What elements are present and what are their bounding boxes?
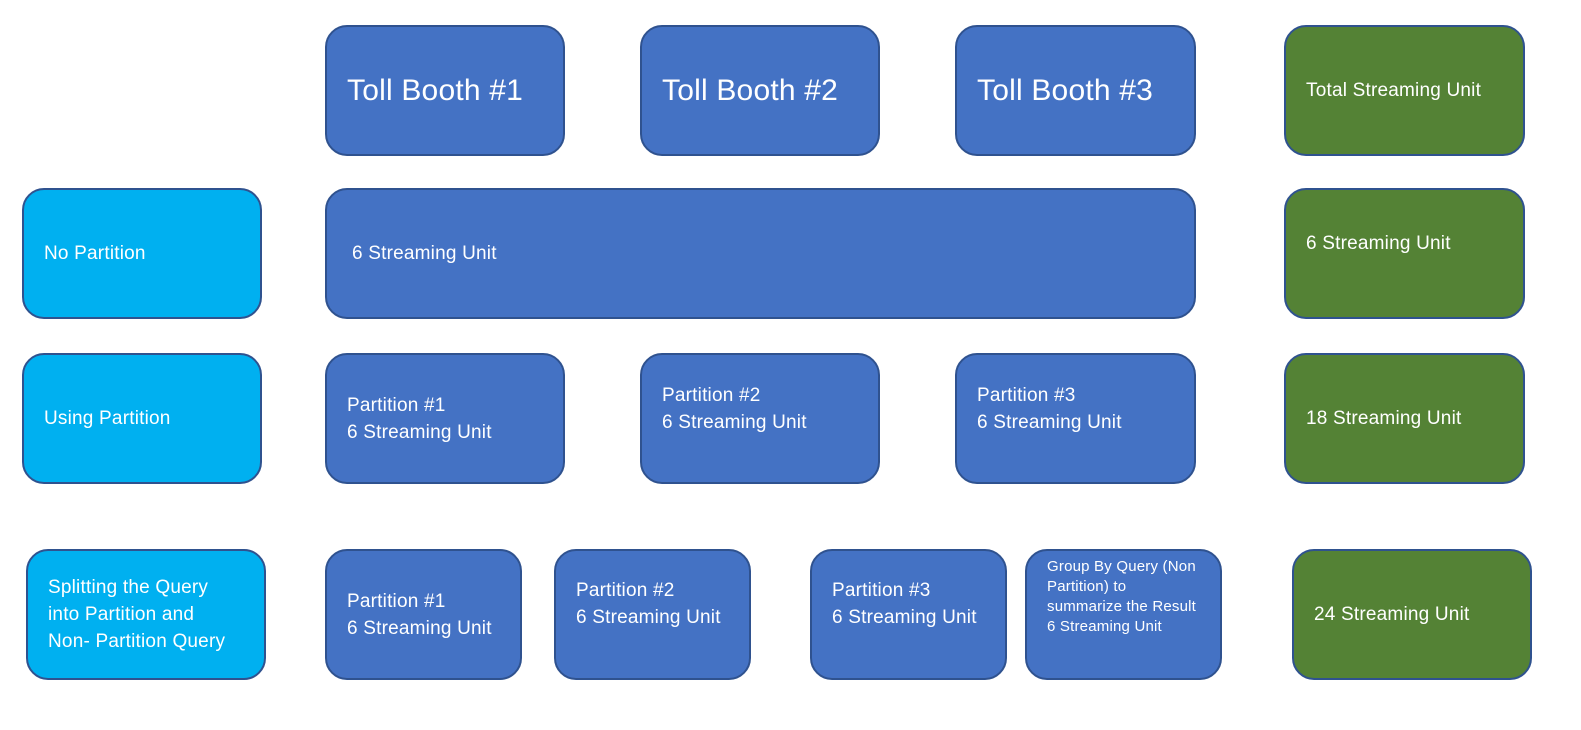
- splitting-partition-1-unit: 6 Streaming Unit: [347, 617, 492, 639]
- group-by-query-line2: Partition) to: [1047, 578, 1127, 595]
- using-partition-3-box: Partition #3 6 Streaming Unit: [955, 353, 1196, 484]
- using-partition-2-unit: 6 Streaming Unit: [662, 412, 807, 433]
- using-partition-1-box: Partition #1 6 Streaming Unit: [325, 353, 565, 484]
- splitting-partition-2-name: Partition #2: [576, 580, 675, 601]
- using-partition-label: Using Partition: [44, 408, 171, 429]
- splitting-partition-1-box: Partition #1 6 Streaming Unit: [325, 549, 522, 680]
- using-partition-total-box: 18 Streaming Unit: [1284, 353, 1525, 484]
- toll-booth-3-header: Toll Booth #3: [955, 25, 1196, 156]
- using-partition-3-unit: 6 Streaming Unit: [977, 412, 1122, 433]
- no-partition-label-box: No Partition: [22, 188, 262, 319]
- using-partition-1-unit: 6 Streaming Unit: [347, 421, 492, 443]
- splitting-partition-2-box: Partition #2 6 Streaming Unit: [554, 549, 751, 680]
- toll-booth-2-header: Toll Booth #2: [640, 25, 880, 156]
- splitting-partition-3-unit: 6 Streaming Unit: [832, 607, 977, 628]
- no-partition-total-box: 6 Streaming Unit: [1284, 188, 1525, 319]
- no-partition-unit: 6 Streaming Unit: [352, 243, 497, 264]
- splitting-partition-3-name: Partition #3: [832, 580, 931, 601]
- splitting-partition-1-name: Partition #1: [347, 590, 446, 612]
- no-partition-unit-box: 6 Streaming Unit: [325, 188, 1196, 319]
- splitting-query-total: 24 Streaming Unit: [1314, 604, 1470, 625]
- toll-booth-2-label: Toll Booth #2: [662, 73, 839, 107]
- group-by-query-line1: Group By Query (Non: [1047, 558, 1196, 575]
- splitting-query-label-line2: into Partition and: [48, 604, 195, 625]
- total-streaming-unit-label: Total Streaming Unit: [1306, 80, 1482, 101]
- splitting-query-label-box: Splitting the Query into Partition and N…: [26, 549, 266, 680]
- total-streaming-unit-header: Total Streaming Unit: [1284, 25, 1525, 156]
- using-partition-2-box: Partition #2 6 Streaming Unit: [640, 353, 880, 484]
- group-by-query-line3: summarize the Result: [1047, 598, 1197, 615]
- toll-booth-1-label: Toll Booth #1: [347, 73, 524, 107]
- splitting-query-label-line1: Splitting the Query: [48, 577, 209, 598]
- using-partition-2-name: Partition #2: [662, 385, 761, 406]
- splitting-partition-3-box: Partition #3 6 Streaming Unit: [810, 549, 1007, 680]
- using-partition-1-name: Partition #1: [347, 394, 446, 416]
- toll-booth-3-label: Toll Booth #3: [977, 73, 1154, 107]
- splitting-query-label-line3: Non- Partition Query: [48, 631, 226, 652]
- using-partition-3-name: Partition #3: [977, 385, 1076, 406]
- no-partition-total: 6 Streaming Unit: [1306, 233, 1451, 254]
- group-by-query-box: Group By Query (Non Partition) to summar…: [1025, 549, 1222, 680]
- using-partition-total: 18 Streaming Unit: [1306, 408, 1462, 429]
- no-partition-label: No Partition: [44, 243, 146, 264]
- splitting-partition-2-unit: 6 Streaming Unit: [576, 607, 721, 628]
- toll-booth-1-header: Toll Booth #1: [325, 25, 565, 156]
- using-partition-label-box: Using Partition: [22, 353, 262, 484]
- splitting-query-total-box: 24 Streaming Unit: [1292, 549, 1532, 680]
- group-by-query-line4: 6 Streaming Unit: [1047, 618, 1162, 635]
